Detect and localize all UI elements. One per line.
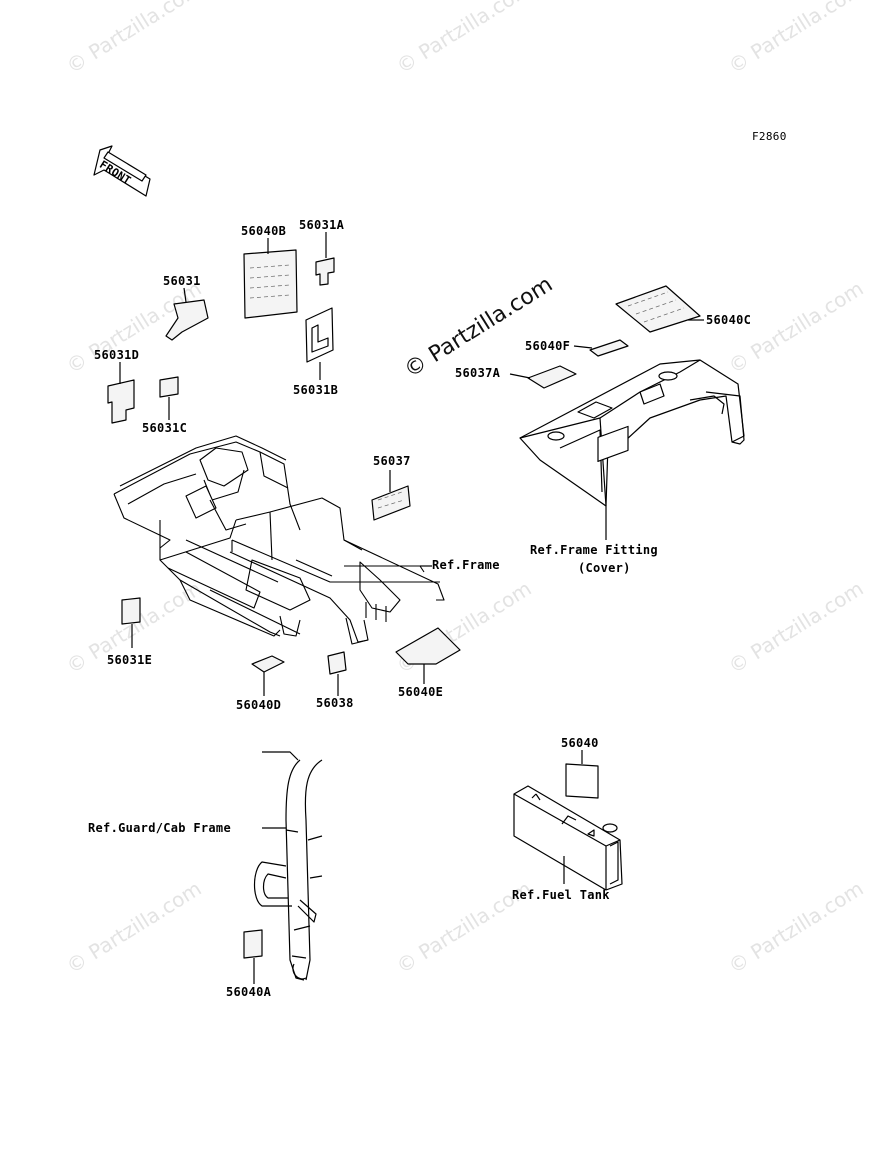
guard-cab-frame [253, 751, 323, 981]
label-56040a: 56040A [226, 985, 272, 999]
decal-56040b [243, 249, 298, 319]
decal-56031c [159, 376, 179, 398]
label-56031d: 56031D [94, 348, 140, 362]
label-56031c: 56031C [142, 421, 188, 435]
label-56031: 56031 [163, 274, 201, 288]
ref-guard-cab-frame: Ref.Guard/Cab Frame [88, 821, 231, 835]
decal-56031b [305, 307, 334, 363]
decal-56031 [165, 299, 209, 341]
label-56040: 56040 [561, 736, 599, 750]
decal-56040f [589, 339, 629, 357]
ref-fuel-tank: Ref.Fuel Tank [512, 888, 610, 902]
decal-56037a [527, 365, 577, 389]
decal-56040e [395, 627, 461, 665]
label-56040f: 56040F [525, 339, 571, 353]
fuel-tank [513, 785, 623, 891]
ref-frame: Ref.Frame [432, 558, 500, 572]
label-56040c: 56040C [706, 313, 752, 327]
ref-frame-fitting-cover: (Cover) [578, 561, 631, 575]
label-56038: 56038 [316, 696, 354, 710]
main-frame [113, 435, 445, 645]
decal-56040d [251, 655, 285, 673]
decal-56031d [107, 379, 135, 424]
front-arrow-icon [93, 145, 151, 197]
decal-56040a [243, 929, 263, 959]
frame-fitting-cover [519, 359, 745, 540]
decal-56040 [565, 763, 599, 799]
label-56037: 56037 [373, 454, 411, 468]
ref-frame-fitting: Ref.Frame Fitting [530, 543, 658, 557]
decal-56037 [371, 485, 411, 521]
label-56040b: 56040B [241, 224, 287, 238]
label-56031b: 56031B [293, 383, 339, 397]
label-56037a: 56037A [455, 366, 501, 380]
decal-56031a [315, 257, 335, 286]
figure-code: F2860 [752, 130, 787, 143]
label-56031e: 56031E [107, 653, 153, 667]
decal-56031e [121, 597, 141, 625]
label-56031a: 56031A [299, 218, 345, 232]
decal-56038 [327, 651, 347, 675]
label-56040d: 56040D [236, 698, 282, 712]
label-56040e: 56040E [398, 685, 444, 699]
decal-56040c [615, 285, 701, 333]
